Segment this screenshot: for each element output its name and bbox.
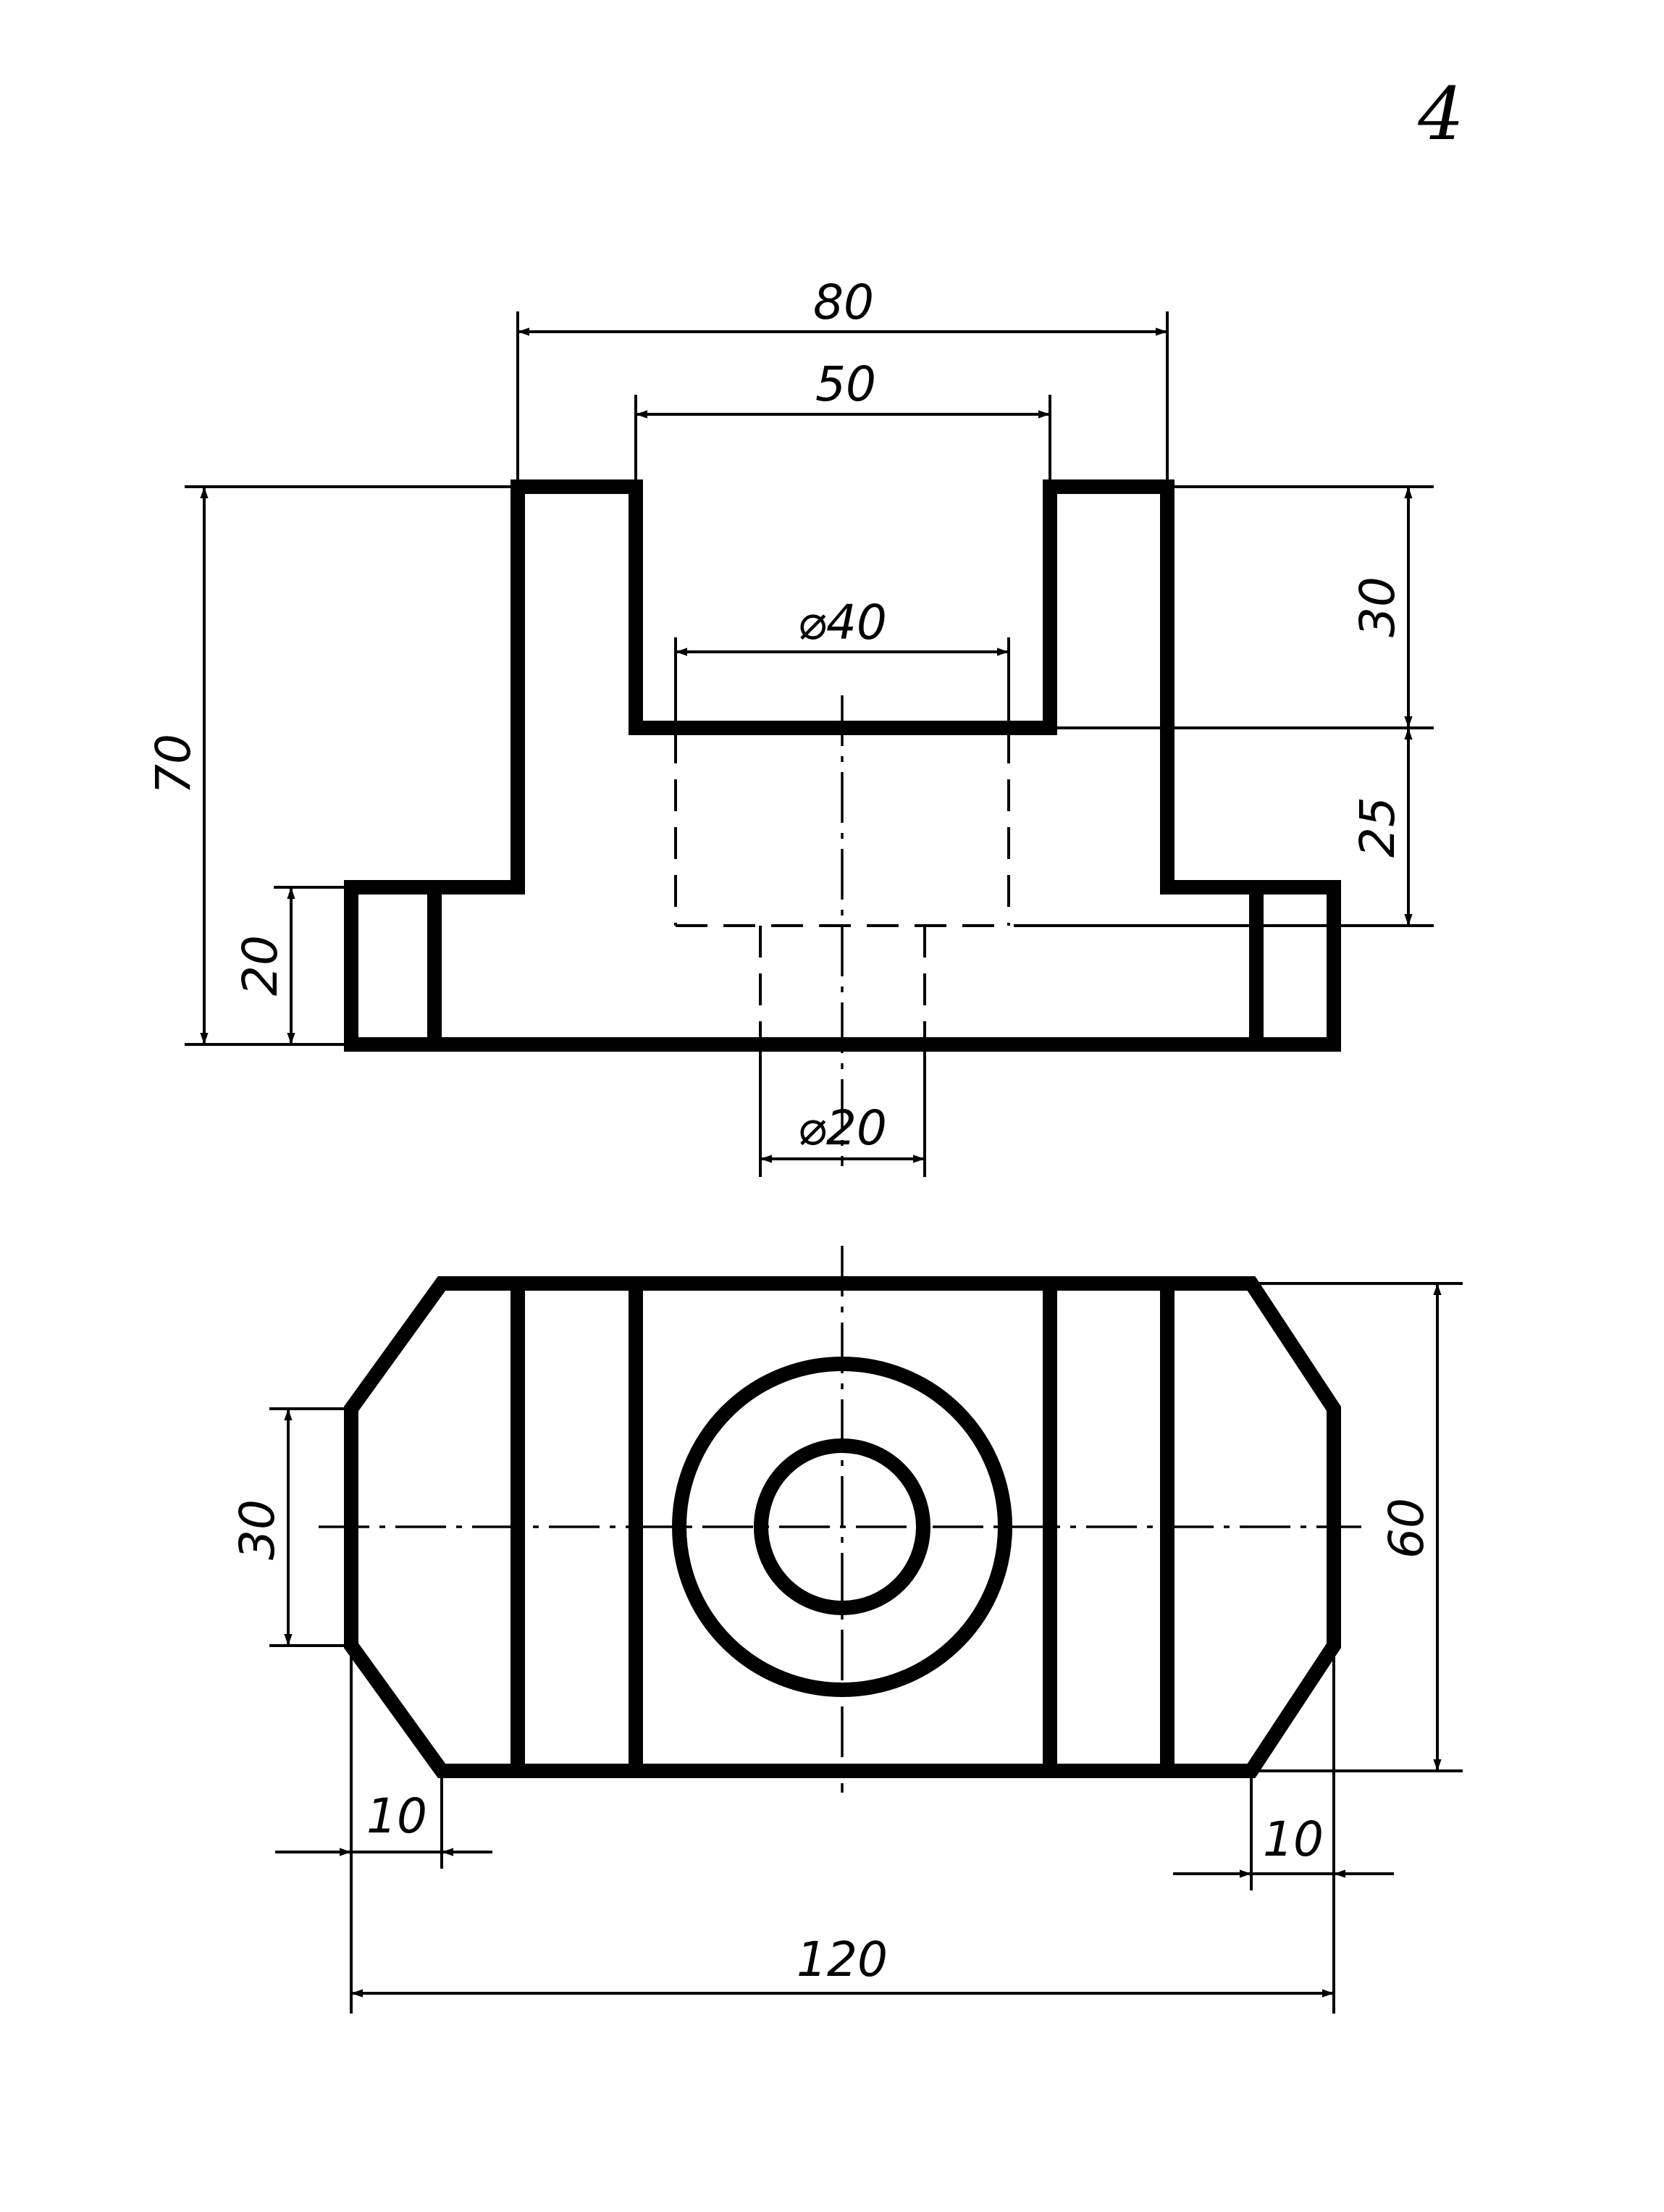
dim-50-label: 50 [815,356,876,412]
dim-120-label: 120 [797,1932,888,1987]
dim-30-flat-label: 30 [230,1499,285,1560]
dim-10-right-label: 10 [1263,1811,1324,1867]
dim-80-label: 80 [813,275,874,330]
dim-40-label: ⌀40 [797,595,887,650]
front-view-outline [344,479,1341,1052]
dim-30-label: 30 [1350,577,1405,637]
dim-10-left-label: 10 [366,1788,427,1844]
dim-20-height-label: 20 [232,935,288,996]
dim-70-label: 70 [146,734,201,795]
dim-20-diameter-label: ⌀20 [797,1100,887,1156]
dim-25-label: 25 [1350,797,1405,858]
top-view: 30 60 10 10 120 [230,1246,1463,2014]
sheet-number: 4 [1417,72,1464,156]
front-view: 80 50 ⌀40 ⌀20 70 20 30 25 [146,275,1434,1177]
dim-60-label: 60 [1379,1498,1434,1559]
